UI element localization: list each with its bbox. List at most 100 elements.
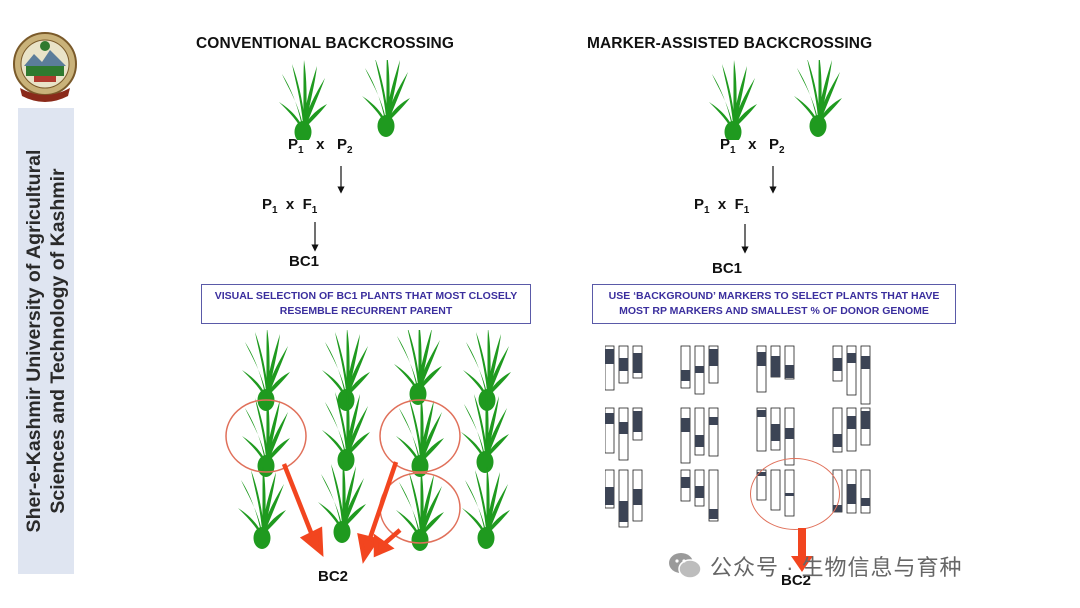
donor-segment: [605, 413, 614, 424]
mab-selection-box: USE ‘BACKGROUND’ MARKERS TO SELECT PLANT…: [592, 284, 956, 324]
university-name-line2: Sciences and Technology of Kashmir: [47, 168, 69, 514]
donor-segment: [847, 484, 856, 504]
donor-segment: [605, 487, 614, 505]
watermark-text: 公众号 · 生物信息与育种: [710, 555, 963, 580]
mab-p2-sub: 2: [778, 145, 785, 156]
donor-segment: [681, 418, 690, 432]
university-logo: [12, 30, 78, 102]
chromosome-bar: [605, 407, 615, 454]
donor-segment: [861, 356, 870, 369]
mab-bc1: BC1: [712, 260, 743, 277]
conv-p1: P: [288, 136, 299, 153]
chromosome-bar: [680, 345, 691, 389]
conv-bc1-plants: [225, 330, 511, 564]
donor-segment: [785, 428, 794, 439]
bc1-plant: [238, 466, 286, 549]
chromosome-bar: [756, 407, 767, 452]
university-name: Sher-e-Kashmir University of Agricultura…: [22, 106, 70, 576]
conv-bc1: BC1: [289, 253, 320, 270]
conv-f-sub: 1: [311, 205, 318, 216]
conv-cross: x: [316, 136, 325, 153]
university-name-line1: Sher-e-Kashmir University of Agricultura…: [23, 149, 45, 533]
donor-segment: [833, 358, 842, 371]
mab-p2: P: [768, 136, 779, 153]
conv-box-line1: VISUAL SELECTION OF BC1 PLANTS THAT MOST…: [214, 290, 518, 302]
conv-bcross: x: [285, 196, 295, 213]
chromosome-bar: [860, 469, 871, 514]
conv-f: F: [302, 196, 312, 213]
chromosome-bar: [618, 469, 629, 528]
chromosome-bar: [846, 345, 857, 396]
bc1-plant: [394, 330, 442, 405]
donor-segment: [695, 435, 704, 447]
chromosome-bar: [860, 345, 871, 405]
donor-segment: [861, 411, 870, 429]
conv-p1-sub: 1: [298, 145, 304, 156]
bc1-plant: [318, 460, 366, 543]
donor-segment: [709, 417, 718, 425]
mab-bp-sub: 1: [704, 205, 710, 216]
selection-circle: [225, 399, 307, 473]
marker-title: MARKER-ASSISTED BACKCROSSING: [587, 35, 873, 52]
bc1-plant: [322, 330, 370, 411]
donor-segment: [785, 365, 794, 378]
bc1-plant: [462, 466, 510, 549]
chromosome-bar: [708, 469, 719, 522]
donor-segment: [619, 358, 628, 371]
mab-f-sub: 1: [743, 205, 750, 216]
donor-segment: [695, 366, 704, 373]
donor-segment: [695, 486, 704, 498]
bc1-plant: [242, 330, 290, 411]
donor-segment: [847, 353, 856, 363]
donor-segment: [681, 477, 690, 488]
conv-backcross-label: P1 x F1: [262, 196, 317, 216]
chromosome-bar: [846, 407, 857, 452]
chromosome-grid: [605, 345, 871, 528]
donor-segment: [833, 434, 842, 447]
donor-segment: [709, 509, 718, 519]
donor-segment: [619, 501, 628, 522]
conv-p2-sub: 2: [346, 145, 353, 156]
donor-segment: [771, 356, 780, 377]
donor-segment: [757, 410, 766, 417]
donor-segment: [681, 370, 690, 381]
chromosome-bar: [694, 407, 705, 456]
donor-segment: [619, 422, 628, 434]
mab-bc2: BC2: [781, 572, 812, 589]
donor-segment: [861, 498, 870, 506]
bc1-plant: [396, 468, 444, 551]
donor-segment: [605, 349, 614, 364]
chromosome-bar: [605, 345, 615, 391]
conv-arrow-2: [311, 222, 319, 252]
donor-segment: [633, 411, 642, 432]
mab-bcross: x: [717, 196, 727, 213]
selection-circle: [379, 399, 461, 473]
donor-segment: [847, 416, 856, 429]
conv-parents-label: P1 x P2: [288, 136, 353, 156]
conv-bp: P: [262, 196, 273, 213]
donor-segment: [771, 424, 780, 441]
mab-bp: P: [694, 196, 705, 213]
conv-selection-box: VISUAL SELECTION OF BC1 PLANTS THAT MOST…: [201, 284, 531, 324]
mab-p1-sub: 1: [730, 145, 736, 156]
conv-bc2: BC2: [318, 568, 349, 585]
chromosome-bar: [680, 407, 691, 464]
donor-segment: [633, 489, 642, 505]
bc1-plant: [396, 394, 444, 477]
conv-bp-sub: 1: [272, 205, 278, 216]
donor-segment: [709, 349, 718, 366]
mab-box-line2: MOST RP MARKERS AND SMALLEST % OF DONOR …: [619, 305, 929, 317]
mab-arrow-1: [769, 166, 777, 194]
watermark: 公众号 · 生物信息与育种: [668, 550, 963, 582]
chromosome-bar: [832, 407, 843, 453]
mab-red-arrow: [791, 528, 813, 572]
mab-parents-label: P1 x P2: [720, 136, 785, 156]
selected-individual-circle: [750, 458, 840, 530]
mab-p1: P: [720, 136, 731, 153]
chromosome-bar: [784, 345, 795, 380]
chromosome-bar: [708, 407, 719, 457]
conventional-title: CONVENTIONAL BACKCROSSING: [196, 35, 454, 52]
university-sidebar: Sher-e-Kashmir University of Agricultura…: [18, 108, 74, 574]
conv-box-line2: RESEMBLE RECURRENT PARENT: [279, 305, 453, 317]
conv-p2: P: [336, 136, 347, 153]
